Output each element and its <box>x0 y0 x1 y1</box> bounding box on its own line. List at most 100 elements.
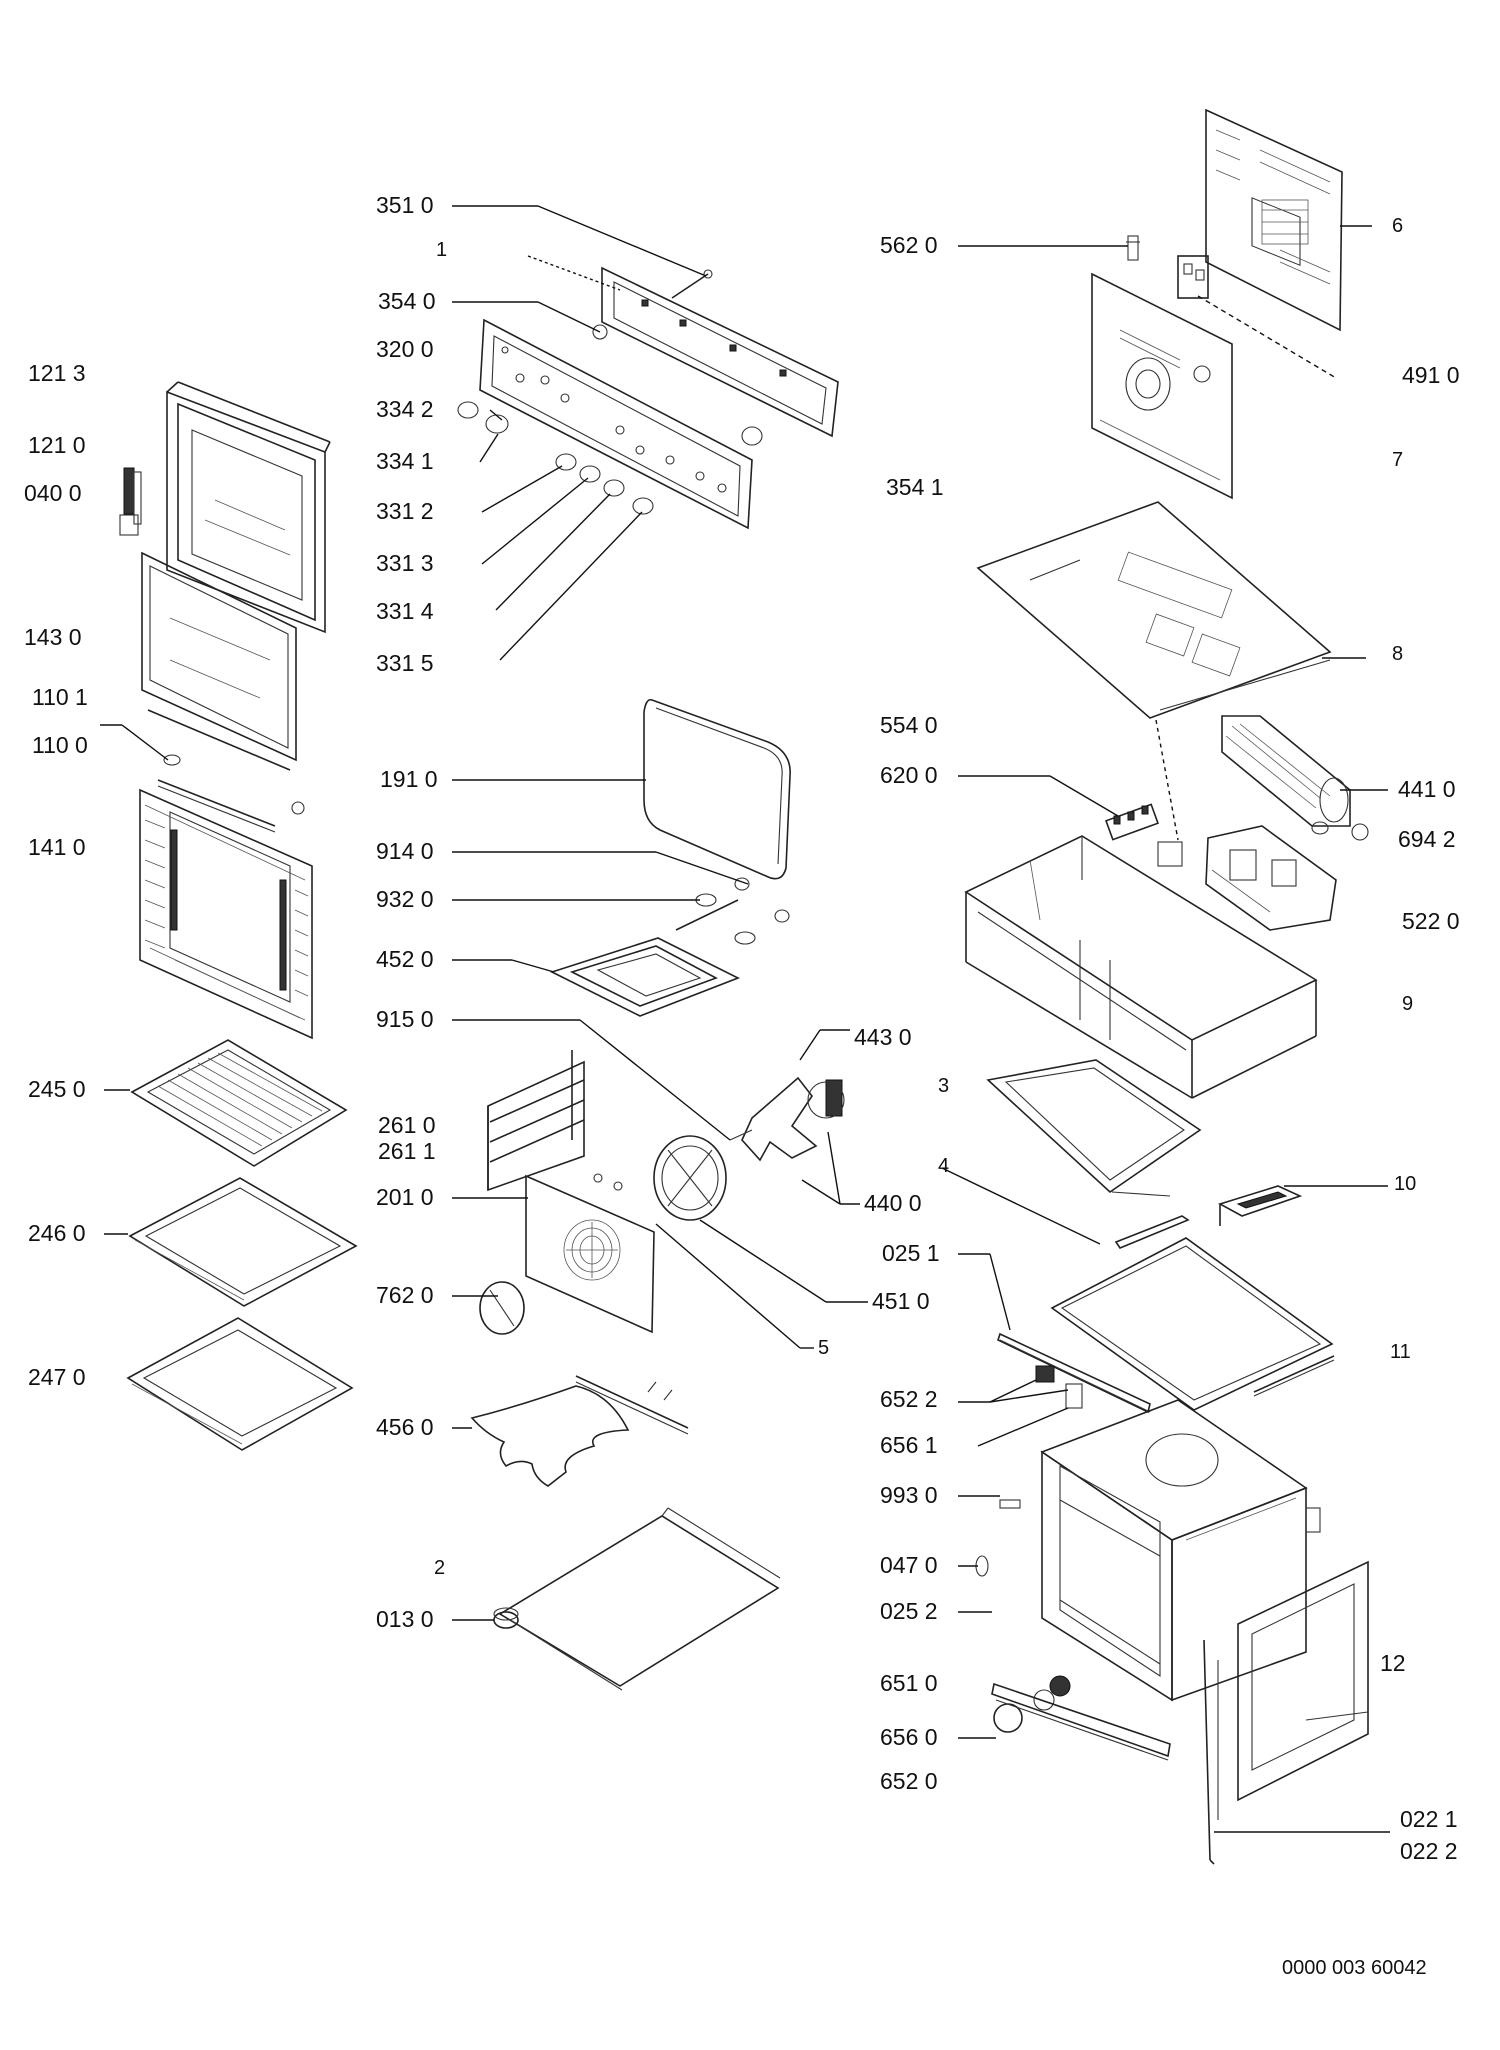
part-label-443-0: 443 0 <box>854 1024 912 1050</box>
cavity-top-panel <box>1050 1237 1334 1411</box>
electronic-module <box>1205 825 1337 931</box>
rail-bar-lower <box>997 1332 1151 1414</box>
part-label-620-0: 620 0 <box>880 762 938 788</box>
rear-panel <box>1205 108 1343 332</box>
part-label-452-0: 452 0 <box>376 946 434 972</box>
baking-tray <box>128 1177 358 1307</box>
part-label-246-0: 246 0 <box>28 1220 86 1246</box>
part-label-331-2: 331 2 <box>376 498 434 524</box>
part-label-3: 3 <box>938 1075 950 1097</box>
round-cover-plate <box>479 1281 525 1335</box>
part-label-8: 8 <box>1392 643 1404 665</box>
leader-lines <box>100 205 1390 1833</box>
part-label-451-0: 451 0 <box>872 1288 930 1314</box>
part-label-5: 5 <box>818 1337 830 1359</box>
part-label-762-0: 762 0 <box>376 1282 434 1308</box>
part-label-121-0: 121 0 <box>28 432 86 458</box>
part-label-441-0: 441 0 <box>1398 776 1456 802</box>
part-label-12: 12 <box>1380 1650 1406 1676</box>
part-label-201-0: 201 0 <box>376 1184 434 1210</box>
part-label-022-2: 022 2 <box>1400 1838 1458 1864</box>
part-label-331-3: 331 3 <box>376 550 434 576</box>
part-label-10: 10 <box>1394 1173 1417 1195</box>
fan-blade-and-motor <box>653 1076 845 1221</box>
part-label-456-0: 456 0 <box>376 1414 434 1440</box>
control-panel-bracket <box>601 266 839 438</box>
control-panel-fascia <box>479 318 763 530</box>
part-label-143-0: 143 0 <box>24 624 82 650</box>
grill-element <box>549 877 790 1017</box>
part-label-656-1: 656 1 <box>880 1432 938 1458</box>
part-label-7: 7 <box>1392 449 1404 471</box>
part-label-245-0: 245 0 <box>28 1076 86 1102</box>
part-label-522-0: 522 0 <box>1402 908 1460 934</box>
casing-frame <box>964 835 1318 1099</box>
door-clip-parts <box>157 754 305 833</box>
part-label-261-0: 261 0 <box>378 1112 436 1138</box>
part-label-440-0: 440 0 <box>864 1190 922 1216</box>
part-label-110-1: 110 1 <box>32 684 88 710</box>
part-label-2: 2 <box>434 1557 446 1579</box>
back-cover <box>1091 272 1233 500</box>
small-bracket <box>1217 1185 1303 1226</box>
part-label-025-1: 025 1 <box>882 1240 940 1266</box>
part-label-334-1: 334 1 <box>376 448 434 474</box>
side-bracket <box>986 1059 1202 1197</box>
part-label-9: 9 <box>1402 993 1414 1015</box>
door-front-panel <box>139 788 313 1040</box>
part-label-261-1: 261 1 <box>378 1138 436 1164</box>
bracket-block <box>1177 255 1209 299</box>
part-label-1: 1 <box>436 239 448 261</box>
rod-part <box>1253 1355 1335 1397</box>
part-label-651-0: 651 0 <box>880 1670 938 1696</box>
part-label-4: 4 <box>938 1155 950 1177</box>
part-label-354-1: 354 1 <box>886 474 944 500</box>
part-label-652-2: 652 2 <box>880 1386 938 1412</box>
cooling-fan-motor <box>1221 715 1369 841</box>
drawing-reference-code: 0000 003 60042 <box>1282 1957 1427 1979</box>
part-label-932-0: 932 0 <box>376 886 434 912</box>
part-label-694-2: 694 2 <box>1398 826 1456 852</box>
wire-shelf <box>130 1039 348 1167</box>
part-label-656-0: 656 0 <box>880 1724 938 1750</box>
part-label-331-4: 331 4 <box>376 598 434 624</box>
part-label-562-0: 562 0 <box>880 232 938 258</box>
part-label-320-0: 320 0 <box>376 336 434 362</box>
switch-parts <box>975 1365 1083 1733</box>
part-label-110-0: 110 0 <box>32 732 88 758</box>
oven-front-frame <box>1203 1560 1369 1865</box>
part-label-040-0: 040 0 <box>24 480 82 506</box>
part-label-351-0: 351 0 <box>376 192 434 218</box>
part-label-6: 6 <box>1392 215 1404 237</box>
outer-door-glass-frame <box>166 381 331 634</box>
shelf-support-rails <box>487 1050 585 1192</box>
part-label-993-0: 993 0 <box>880 1482 938 1508</box>
terminal-block <box>1105 803 1183 867</box>
fan-cover-panel <box>525 1173 655 1334</box>
oven-cavity <box>1040 1399 1321 1702</box>
lower-element <box>470 1375 689 1487</box>
part-label-11: 11 <box>1390 1341 1411 1363</box>
part-label-022-1: 022 1 <box>1400 1806 1458 1832</box>
part-label-652-0: 652 0 <box>880 1768 938 1794</box>
deep-tray <box>126 1317 354 1451</box>
part-label-191-0: 191 0 <box>380 766 438 792</box>
control-knobs <box>457 401 654 515</box>
part-label-247-0: 247 0 <box>28 1364 86 1390</box>
door-hinge-part <box>119 467 142 536</box>
part-label-491-0: 491 0 <box>1402 362 1460 388</box>
part-label-914-0: 914 0 <box>376 838 434 864</box>
part-label-915-0: 915 0 <box>376 1006 434 1032</box>
inner-door-glass <box>141 551 297 771</box>
door-seal <box>643 698 791 880</box>
rear-clip <box>1126 235 1140 261</box>
part-label-047-0: 047 0 <box>880 1552 938 1578</box>
part-label-013-0: 013 0 <box>376 1606 434 1632</box>
part-label-025-2: 025 2 <box>880 1598 938 1624</box>
part-label-334-2: 334 2 <box>376 396 434 422</box>
part-label-331-5: 331 5 <box>376 650 434 676</box>
top-cover <box>976 501 1332 719</box>
front-rail-lower <box>991 1682 1171 1761</box>
